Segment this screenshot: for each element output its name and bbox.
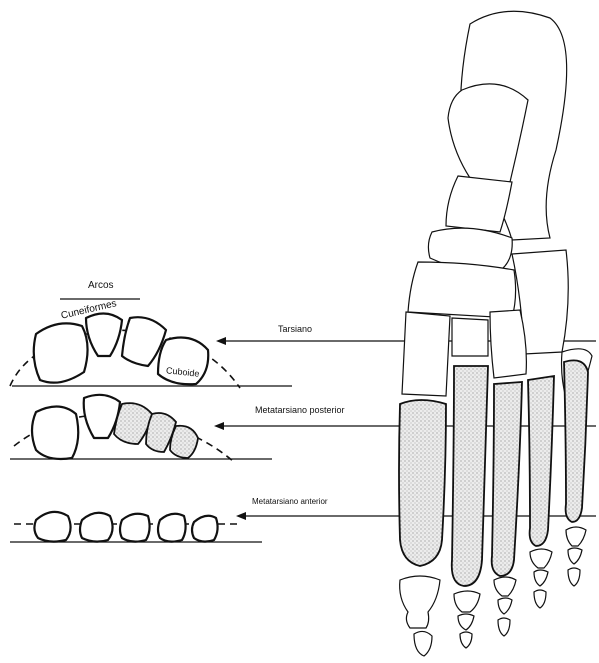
- first-metatarsal-head-section: [34, 512, 70, 542]
- fourth-toe-distal-phalanx: [534, 590, 546, 608]
- intermediate-cuneiform-bone: [86, 313, 122, 356]
- fourth-toe-middle-phalanx: [534, 570, 548, 586]
- medial-cuneiform-lower-bone: [402, 312, 450, 396]
- fourth-toe-proximal-phalanx: [530, 549, 552, 568]
- third-metatarsal-head-section: [120, 514, 150, 542]
- metatarsiano-posterior-label: Metatarsiano posterior: [255, 405, 345, 415]
- metatarsiano-anterior-arrowhead: [236, 512, 246, 520]
- fourth-metatarsal-head-section: [158, 514, 186, 542]
- cuboid-bone: [158, 338, 208, 385]
- metatarsiano-anterior-label: Metatarsiano anterior: [252, 497, 328, 506]
- second-metatarsal-bone: [452, 366, 488, 586]
- second-metatarsal-head-section: [80, 513, 113, 542]
- third-toe-proximal-phalanx: [494, 577, 516, 596]
- fifth-toe-distal-phalanx: [568, 568, 580, 586]
- tarsiano-arrowhead: [216, 337, 226, 345]
- tarsal-row-section: [10, 313, 292, 388]
- second-toe-distal-phalanx: [460, 632, 472, 648]
- fifth-metatarsal-bone: [564, 360, 588, 522]
- intermediate-cuneiform-foot-bone: [452, 318, 488, 356]
- arch-cross-sections: [10, 299, 292, 542]
- first-metatarsal-base-section: [32, 406, 78, 459]
- arcos-label: Arcos: [88, 280, 114, 291]
- anterior-metatarsal-row-section: [10, 512, 262, 542]
- posterior-metatarsal-row-section: [10, 395, 272, 462]
- hallux-proximal-phalanx: [400, 576, 440, 628]
- second-toe-proximal-phalanx: [454, 591, 480, 612]
- fifth-metatarsal-base-section: [170, 426, 198, 458]
- tarsiano-label: Tarsiano: [278, 324, 312, 334]
- third-metatarsal-bone: [492, 382, 522, 576]
- lateral-cuneiform-foot-bone: [490, 310, 526, 378]
- third-toe-distal-phalanx: [498, 618, 510, 636]
- first-metatarsal-bone: [399, 400, 446, 566]
- fifth-toe-middle-phalanx: [568, 548, 582, 564]
- foot-skeleton: [399, 11, 592, 656]
- medial-cuneiform-foot-bone: [408, 262, 516, 318]
- talus-neck-bone: [446, 176, 512, 232]
- third-toe-middle-phalanx: [498, 598, 512, 614]
- hallux-distal-phalanx: [414, 631, 432, 656]
- fifth-metatarsal-head-section: [192, 516, 218, 542]
- fifth-toe-proximal-phalanx: [566, 527, 586, 546]
- second-toe-middle-phalanx: [458, 614, 474, 630]
- medial-cuneiform-bone: [34, 323, 88, 382]
- metatarsiano-posterior-arrowhead: [214, 422, 224, 430]
- fourth-metatarsal-bone: [528, 376, 554, 546]
